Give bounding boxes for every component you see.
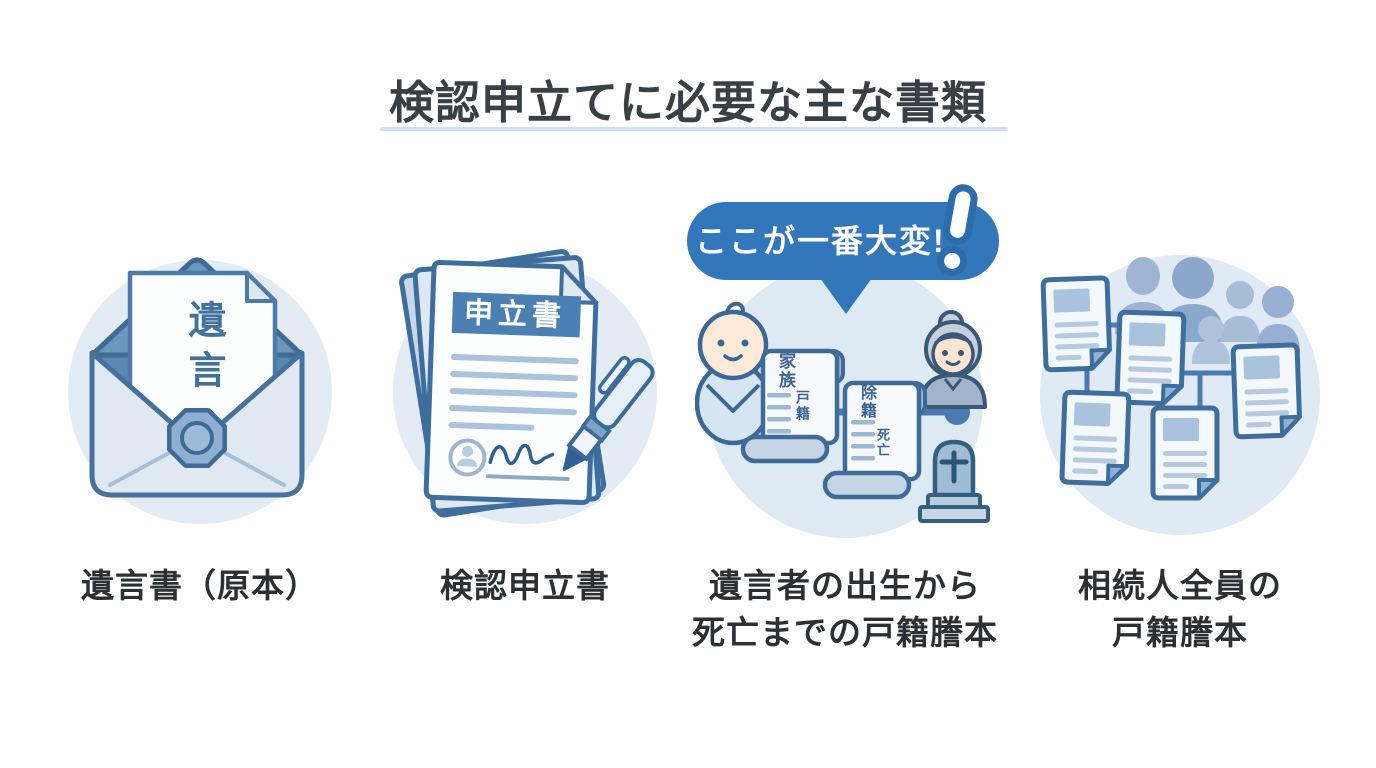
exclamation-icon [937,184,978,276]
stamp-mark [448,438,487,477]
baby-icon [695,301,772,446]
elderly-woman-icon [919,310,987,409]
label-line: 戸籍謄本 [1112,614,1248,651]
tombstone-icon [918,439,990,523]
label-line: 検認申立書 [440,567,610,604]
scroll-lines [767,393,791,434]
register-doc [1114,309,1187,407]
envelope [89,257,305,498]
page-title: 検認申立てに必要な主な書類 [388,77,987,128]
signature [485,443,570,482]
silhouette-child [1192,316,1230,364]
register-doc [1059,389,1132,487]
item-label-heirs-koseki: 相続人全員の 戸籍謄本 [1015,562,1345,656]
item-label-testator-koseki: 遺言者の出生から 死亡までの戸籍謄本 [663,562,1027,656]
envelope-pocket [89,350,305,498]
cross [939,450,969,484]
scroll-bottom-curl [822,470,912,500]
register-documents [1040,275,1302,501]
register-doc [1150,405,1220,501]
koseki-scroll-1 [740,348,845,464]
letter-folded-corner [245,271,277,303]
koseki-scroll-2 [822,380,927,500]
application-documents-icon [393,249,657,524]
baby-hair-curl [725,301,745,315]
title-underline [380,127,1008,131]
front-sheet [423,259,599,506]
scroll2-pseudo-text-2: 死亡 [875,428,890,458]
label-line: 相続人全員の [1078,567,1282,604]
register-doc [1230,342,1302,440]
envelope-crease-left [108,445,182,487]
pen-icon [562,356,655,471]
will-letter-text: 遺言 [182,300,224,400]
callout-tail [820,278,872,314]
scroll1-pseudo-text-2: 戸籍 [795,390,811,422]
scroll1-pseudo-text-1: 家族 [776,352,795,390]
koseki-timeline-icon [695,262,990,538]
label-line: 遺言書（原本） [81,567,319,604]
doc-header-text: 申立書 [463,297,567,333]
heirs-documents-icon [1040,255,1320,535]
will-envelope-icon [68,257,332,524]
baby-head [697,309,769,381]
label-line: 死亡までの戸籍謄本 [692,614,998,651]
pen-barrel [592,358,655,430]
silhouette-person-3 [1220,281,1260,342]
doc-header-band [451,291,582,338]
label-line: 遺言者の出生から [709,567,981,604]
item-label-probate-application: 検認申立書 [365,562,685,609]
register-doc [1040,275,1112,373]
callout-text: ここが一番大変! [695,223,946,259]
pen-clip [597,356,631,395]
envelope-crease-right [212,445,286,487]
item-label-will-original: 遺言書（原本） [40,562,360,609]
scroll2-pseudo-text-1: 除籍 [858,384,875,420]
scroll-bottom-curl [740,434,830,464]
scroll-lines [851,420,875,461]
text-lines [448,353,579,431]
wax-seal [167,408,227,468]
family-silhouettes [1115,257,1300,364]
